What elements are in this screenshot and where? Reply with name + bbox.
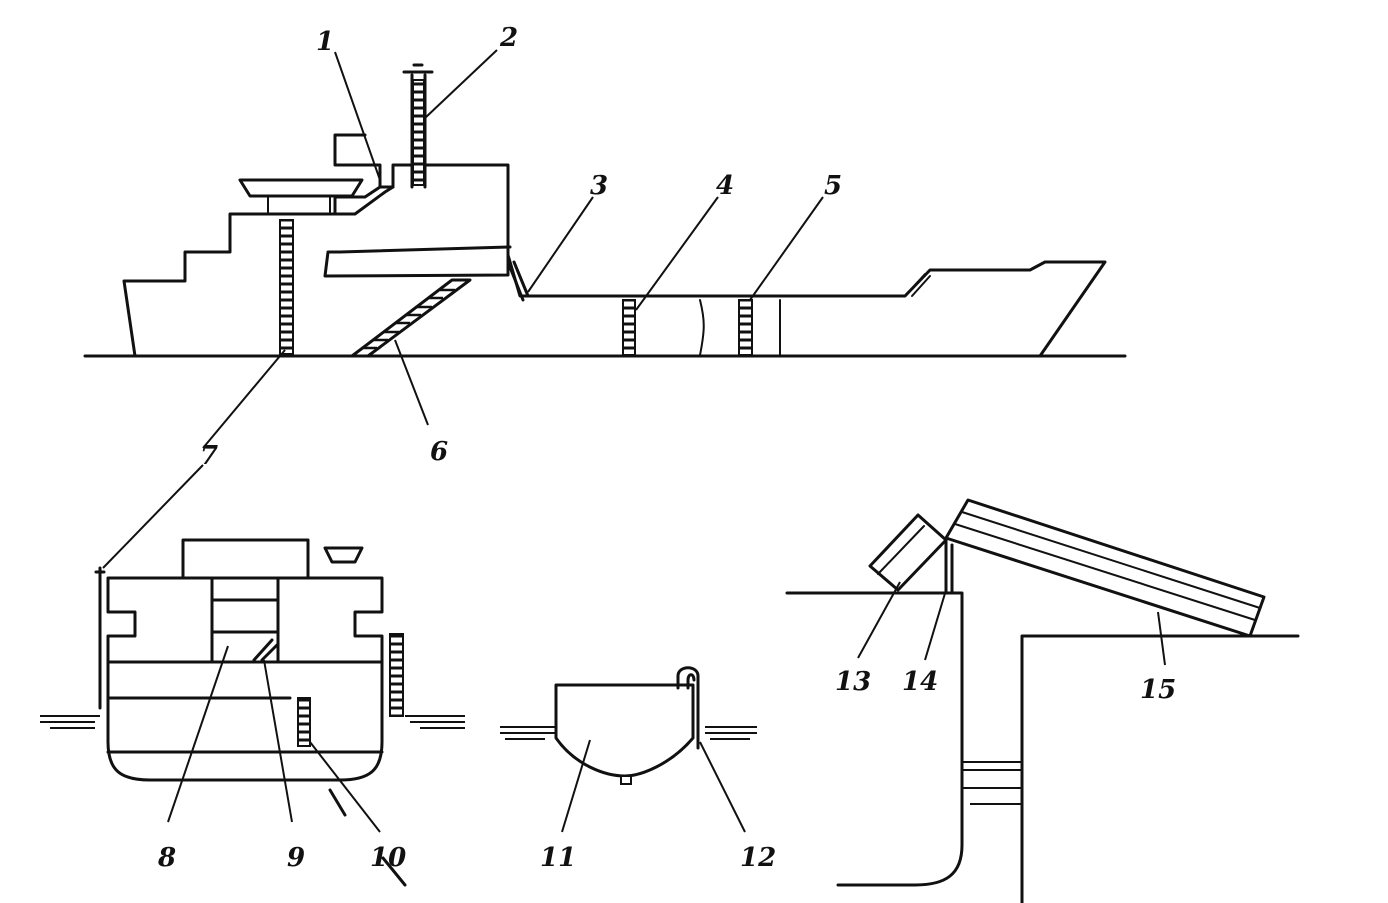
cross-section-hull (106, 576, 384, 782)
boat-ladder-12 (676, 666, 700, 750)
hold-bulkheads (699, 299, 781, 356)
lifeboat (238, 178, 364, 198)
label-9: 9 (287, 843, 305, 873)
platform-13 (868, 513, 948, 592)
superstructure-deck (323, 185, 512, 278)
boat-hull-11 (554, 683, 695, 778)
outboard-ladder-right (389, 633, 404, 717)
outboard-ladder-left-7 (94, 566, 106, 710)
ladder-10 (297, 697, 311, 747)
ship-cross-section (40, 538, 465, 887)
quay-gangway (785, 498, 1300, 903)
label-11: 11 (540, 843, 576, 873)
boat-water (500, 726, 757, 740)
platform-13-inner (877, 525, 925, 575)
wheelhouse (181, 538, 310, 580)
inclined-ladder-6 (350, 278, 472, 358)
label-3: 3 (590, 171, 608, 201)
label-13: 13 (835, 667, 871, 697)
inner-ladder-9 (252, 638, 280, 662)
gangway-15-rails (954, 511, 1261, 621)
label-6: 6 (430, 437, 448, 467)
quay (1020, 634, 1300, 903)
quay-water (962, 761, 1022, 805)
keel-marks (328, 788, 407, 887)
label-10: 10 (370, 843, 406, 873)
label-4: 4 (716, 171, 734, 201)
vertical-ladder-7 (279, 219, 294, 355)
mast-ladder (412, 79, 425, 186)
label-7: 7 (200, 441, 218, 471)
label-1: 1 (316, 27, 334, 57)
callout-numbers: 1 2 3 4 5 6 7 8 9 10 11 12 13 14 15 (157, 23, 1176, 873)
label-2: 2 (499, 23, 518, 53)
label-12: 12 (740, 843, 776, 873)
ship-hull-outline (122, 133, 1107, 358)
small-boat (323, 546, 364, 564)
label-14: 14 (902, 667, 938, 697)
ship-side-view (83, 63, 1127, 358)
hold-ladder-4 (622, 299, 636, 356)
inclined-ladder-6-steps (362, 288, 455, 350)
cross-section-decks (106, 576, 384, 754)
pivot-post-14 (944, 538, 954, 595)
label-15: 15 (1140, 675, 1176, 705)
hold-ladder-5 (738, 299, 753, 356)
leader-lines (102, 49, 1166, 833)
boat-section (500, 666, 757, 785)
label-5: 5 (824, 171, 842, 201)
forecastle-step (904, 273, 931, 297)
label-8: 8 (157, 843, 176, 873)
ramp-3 (506, 260, 530, 302)
gangway-15 (944, 498, 1266, 638)
ship-side-wall (785, 591, 964, 887)
boat-keel (620, 775, 632, 785)
cross-section-water (40, 715, 465, 729)
